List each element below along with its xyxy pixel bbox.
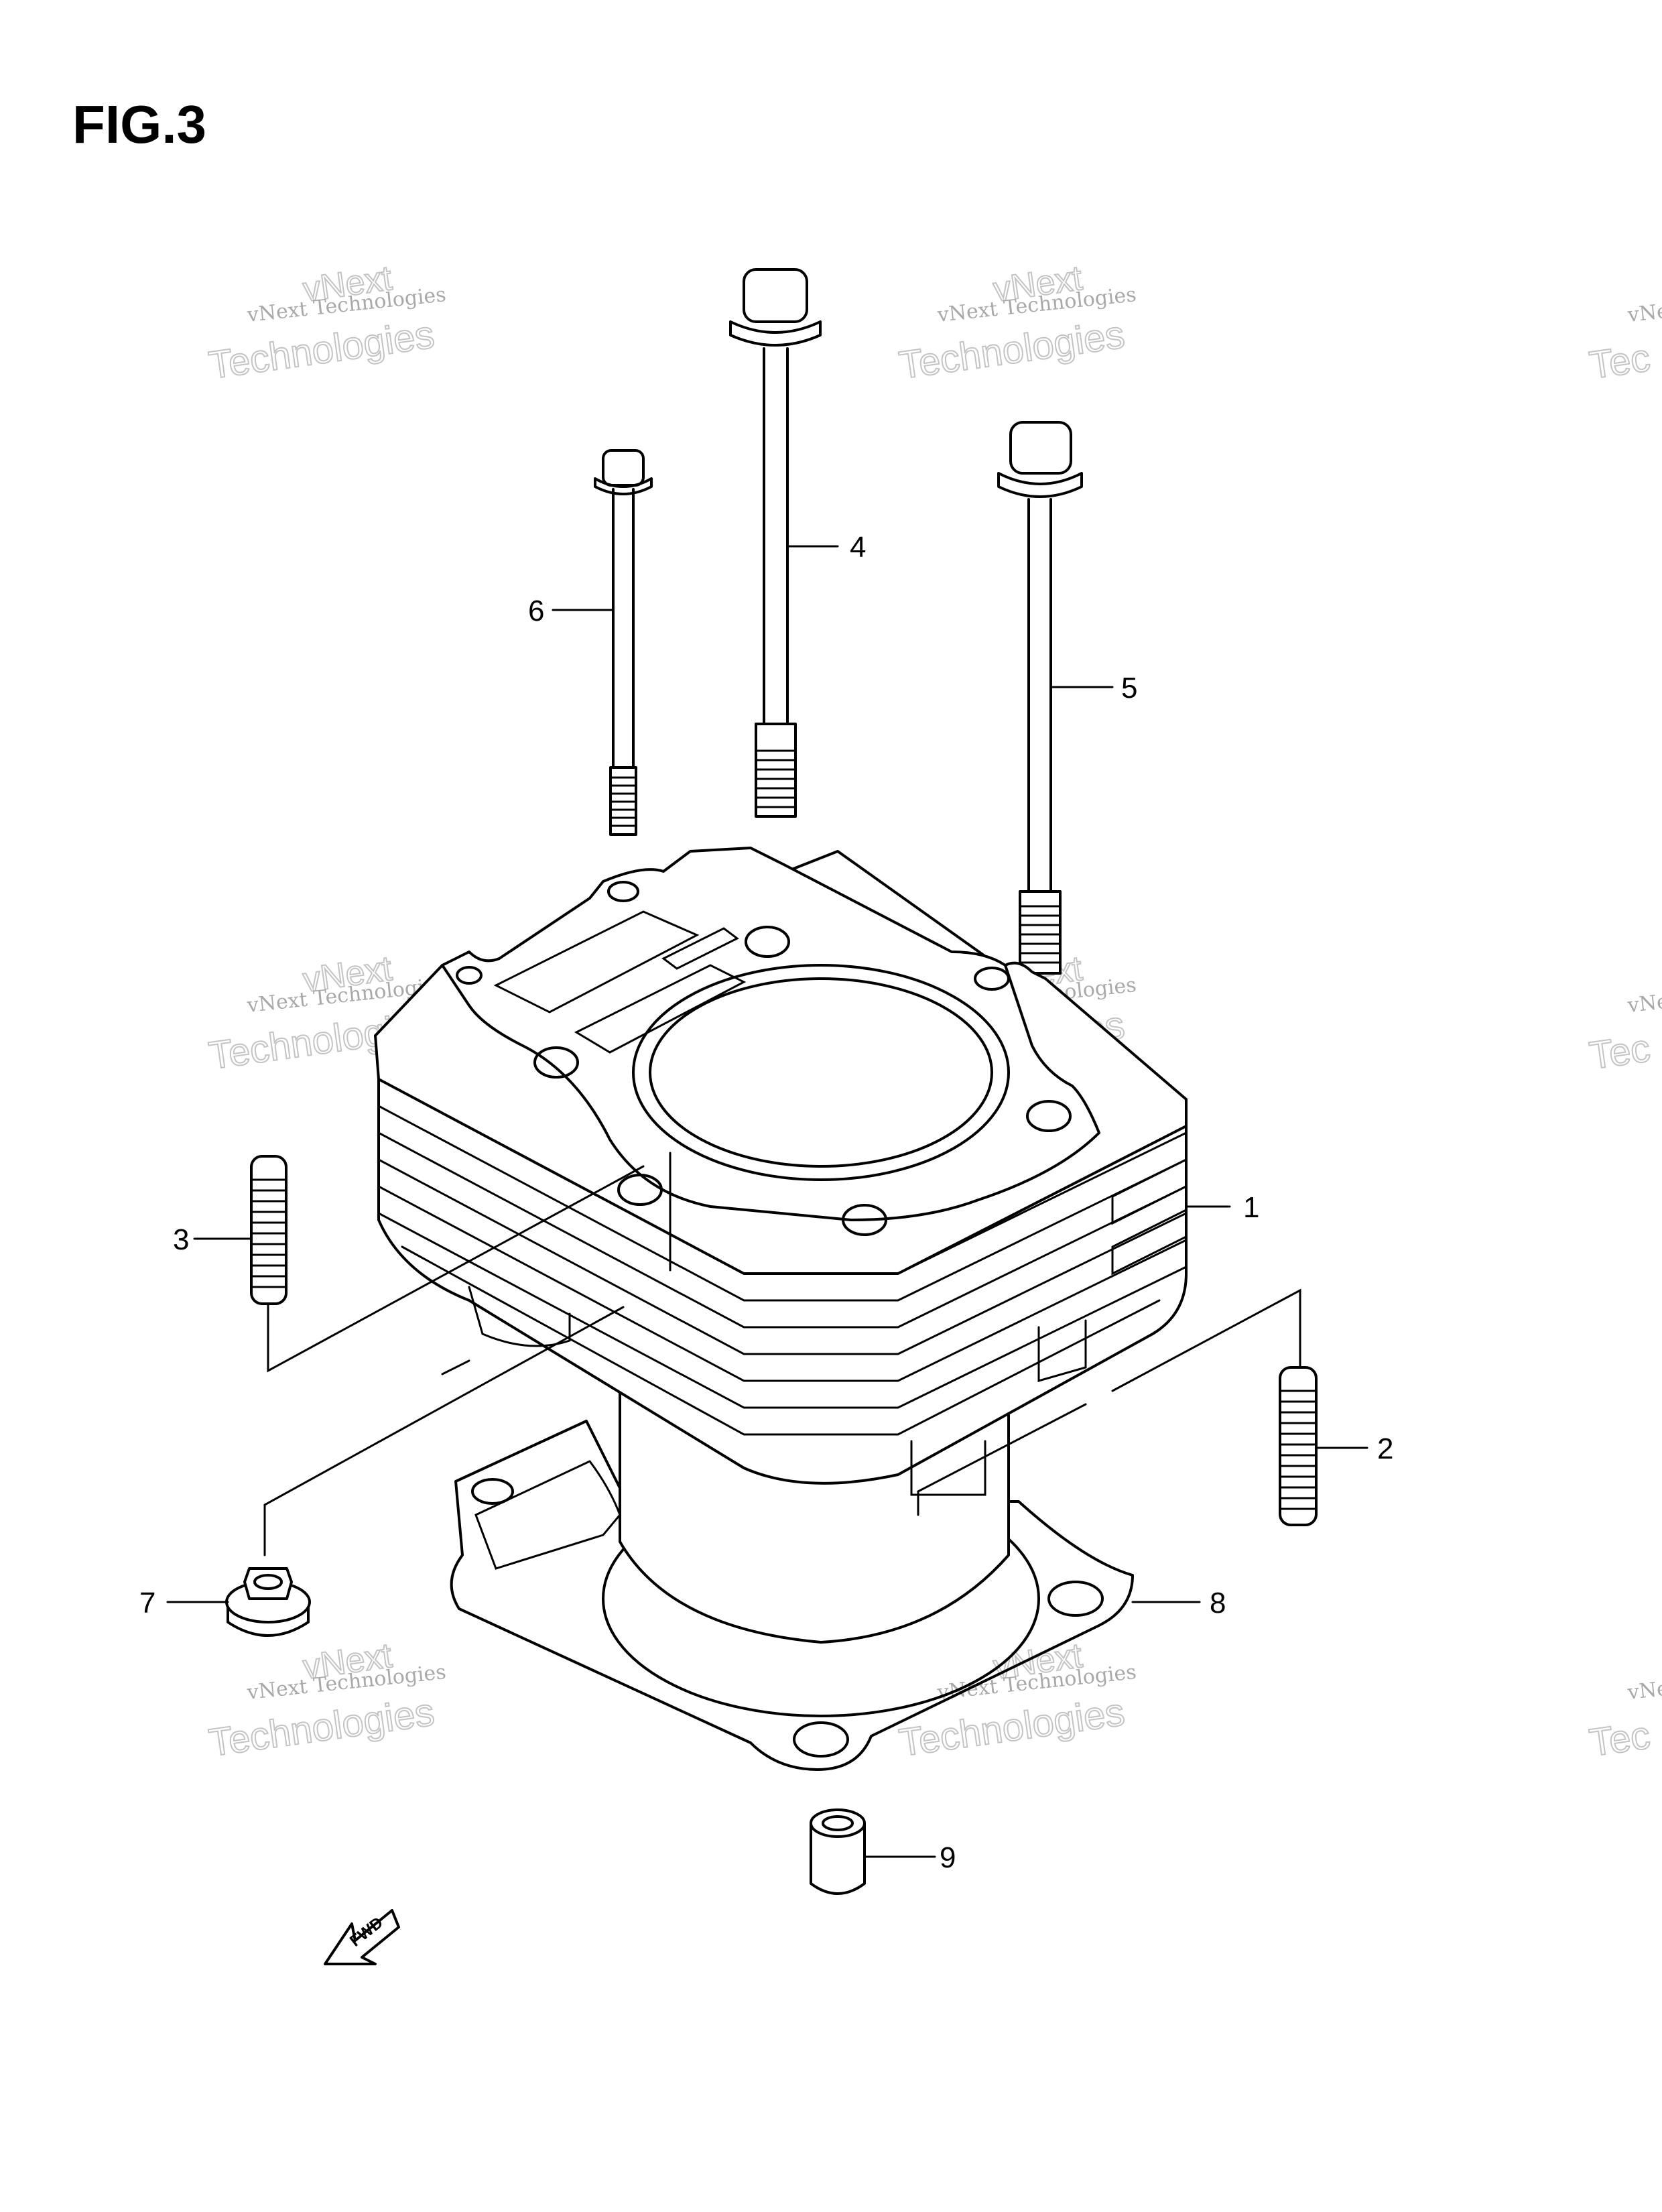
svg-text:Tec: Tec [1587, 336, 1653, 387]
callout-8: 8 [1210, 1587, 1226, 1619]
assembly-lines [263, 1152, 1301, 1556]
svg-text:Technologies: Technologies [206, 312, 437, 387]
callout-6: 6 [528, 595, 544, 627]
watermark-top-left: vNext vNext Technologies Technologies [206, 258, 447, 388]
callout-4: 4 [850, 531, 866, 564]
cylinder-part-1 [374, 847, 1188, 1644]
stud-part-3 [250, 1155, 287, 1305]
bolt-part-4 [729, 268, 822, 818]
svg-text:Tec: Tec [1587, 1713, 1653, 1765]
svg-text:vNe: vNe [1626, 300, 1662, 327]
forward-arrow-icon: FWD [324, 1909, 400, 1965]
svg-text:Technologies: Technologies [206, 1690, 437, 1764]
bolt-part-6 [594, 449, 653, 836]
watermark-top-center: vNext vNext Technologies Technologies [896, 258, 1137, 388]
callout-3: 3 [173, 1223, 189, 1256]
svg-text:vNe: vNe [1626, 990, 1662, 1018]
svg-text:vNe: vNe [1626, 1677, 1662, 1705]
svg-text:Tec: Tec [1587, 1026, 1653, 1078]
leader-lines [166, 545, 1368, 1858]
callout-1: 1 [1243, 1191, 1259, 1224]
stud-part-2 [1279, 1366, 1318, 1526]
dowel-pin-part-9 [810, 1808, 866, 1895]
bolt-part-5 [997, 421, 1083, 975]
watermark-top-right-partial: vNe Tec [1586, 300, 1662, 388]
watermark-bottom-right-partial: vNe Tec [1586, 1677, 1662, 1766]
figure-title: FIG.3 [72, 95, 207, 154]
callout-7: 7 [139, 1587, 155, 1619]
callout-5: 5 [1121, 672, 1137, 704]
callout-2: 2 [1377, 1432, 1393, 1465]
watermark-middle-right-partial: vNe Tec [1586, 990, 1662, 1079]
nut-part-7 [225, 1567, 311, 1637]
svg-text:Technologies: Technologies [897, 312, 1127, 387]
callout-9: 9 [940, 1841, 956, 1874]
svg-text:Technologies: Technologies [897, 1690, 1127, 1764]
watermark-bottom-left: vNext vNext Technologies Technologies [206, 1636, 447, 1766]
